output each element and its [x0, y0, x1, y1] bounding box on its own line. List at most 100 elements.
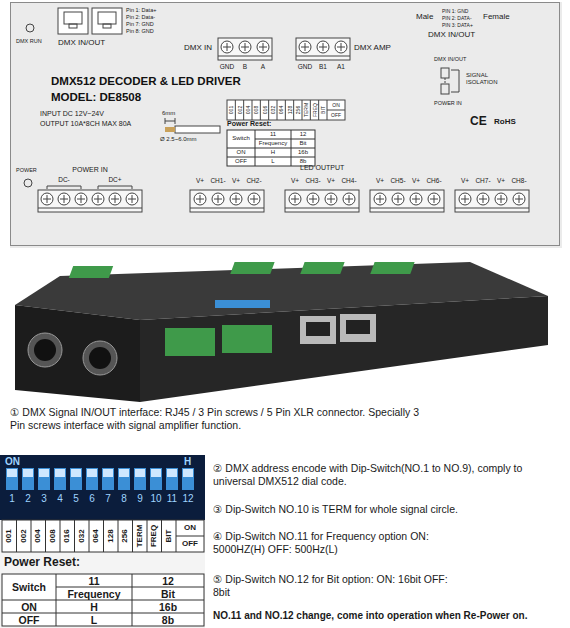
terminal-screw	[477, 193, 489, 205]
note-text: NO.11 and NO.12 change, come into operat…	[213, 610, 568, 622]
drawing-stroke	[227, 43, 228, 51]
drawing-stroke	[341, 43, 342, 51]
dip-table-ground	[0, 520, 205, 628]
table-cell: 256	[120, 529, 130, 542]
table-cell: FREQ	[149, 525, 159, 547]
dip-photo-ground	[0, 455, 205, 520]
drawing-stroke	[147, 520, 148, 552]
drawing-stroke	[31, 520, 32, 552]
drawing-stroke	[132, 195, 133, 203]
drawing-stroke	[313, 195, 314, 203]
drawing-stroke	[23, 469, 33, 477]
drawing-stroke	[218, 195, 219, 203]
drawing-stroke	[370, 208, 444, 209]
table-grid	[2, 574, 204, 626]
table-cell: L	[91, 613, 97, 626]
terminal-name: CH5-	[390, 177, 405, 185]
drawing-stroke	[218, 56, 272, 57]
drawing-stroke	[255, 139, 315, 140]
dip-switch	[118, 468, 130, 490]
terminal-name: DC-	[58, 176, 70, 184]
table-cell: Switch	[232, 135, 250, 142]
terminal-name: B	[243, 63, 247, 71]
panel-label: Male	[416, 12, 433, 22]
drawing-stroke	[327, 110, 345, 111]
dip-switch	[70, 468, 82, 490]
drawing-stroke	[132, 520, 133, 552]
panel-label: Power Reset:	[227, 120, 271, 128]
drawing-stroke	[115, 195, 116, 203]
drawing-stroke	[190, 208, 264, 209]
table-cell: 064	[278, 106, 284, 114]
dip-switch	[134, 468, 146, 490]
table-cell: TERM	[135, 525, 145, 548]
note-text: ① DMX Signal IN/OUT interface: RJ45 / 3 …	[10, 406, 430, 431]
drawing-stroke	[263, 43, 264, 51]
pin-name: PIN 2: DATA-	[442, 15, 472, 21]
terminal-name: V+	[232, 177, 240, 185]
table-grid	[227, 100, 345, 120]
terminal-screw	[230, 193, 242, 205]
pin-name: PIN 1: GND	[442, 8, 468, 14]
terminal-screw	[307, 193, 319, 205]
table-cell: 11	[270, 131, 276, 138]
drawing-stroke	[118, 520, 119, 552]
terminal-name: V+	[376, 177, 384, 185]
drawing-stroke	[236, 195, 237, 203]
drawing-stroke	[103, 520, 104, 552]
drawing-stroke	[455, 208, 529, 209]
drawing-stroke	[89, 520, 90, 552]
drawing-stroke	[7, 469, 17, 477]
table-grid	[2, 520, 204, 552]
table-cell: 032	[77, 529, 87, 542]
panel-title: MODEL: DE8508	[51, 91, 141, 105]
drawing-stroke	[252, 100, 253, 120]
dip-switch	[54, 468, 66, 490]
drawing-stroke	[245, 43, 246, 51]
panel-label: POWER	[16, 167, 37, 174]
terminal-name: B1	[319, 63, 327, 71]
panel-label: SIGNAL ISOLATION	[466, 72, 508, 86]
terminal-name: CH6-	[426, 177, 441, 185]
table-cell: BIT	[164, 530, 174, 543]
terminal-screw	[459, 193, 471, 205]
drawing-stroke	[74, 520, 75, 552]
panel-label: DMX IN/OUT	[58, 38, 105, 48]
terminal-name: CH7-	[475, 177, 490, 185]
table-cell: 064	[91, 529, 101, 542]
table-cell: 004	[245, 106, 251, 114]
panel-label: DMX IN/OUT	[434, 56, 466, 63]
drawing-stroke	[349, 195, 350, 203]
pin-name: Pin 8: GND	[126, 28, 154, 35]
cert-mark: CE	[470, 114, 487, 128]
dip-switch	[22, 468, 34, 490]
drawing-stroke	[103, 469, 113, 477]
terminal-screw	[335, 41, 347, 53]
table-cell: ON	[21, 600, 37, 613]
panel-ground	[10, 2, 562, 248]
table-cell: 002	[19, 529, 29, 542]
drawing-stroke	[380, 195, 381, 203]
terminal-screw	[392, 193, 404, 205]
dip-switch	[182, 468, 194, 490]
table-cell: Frequency	[67, 587, 120, 600]
table-cell: 008	[48, 529, 58, 542]
cert-mark: RoHS	[494, 117, 516, 127]
terminal-name: CH4-	[341, 177, 356, 185]
terminal-block	[190, 190, 264, 212]
panel-label: POWER IN	[72, 166, 107, 174]
table-cell: H	[90, 600, 98, 613]
terminal-screw	[343, 193, 355, 205]
table-cell: 12	[162, 574, 174, 587]
table-cell: Bit	[161, 587, 175, 600]
pin-name: PIN 3: DATA+	[442, 22, 473, 28]
terminal-screw	[257, 41, 269, 53]
drawing-stroke	[235, 100, 236, 120]
panel-label: Power Reset:	[4, 555, 80, 569]
terminal-name: V+	[412, 177, 420, 185]
drawing-stroke	[38, 208, 142, 209]
dip-switch	[102, 468, 114, 490]
table-cell: 8b	[162, 613, 174, 626]
table-cell: 11	[88, 574, 99, 587]
drawing-stroke	[151, 469, 161, 477]
